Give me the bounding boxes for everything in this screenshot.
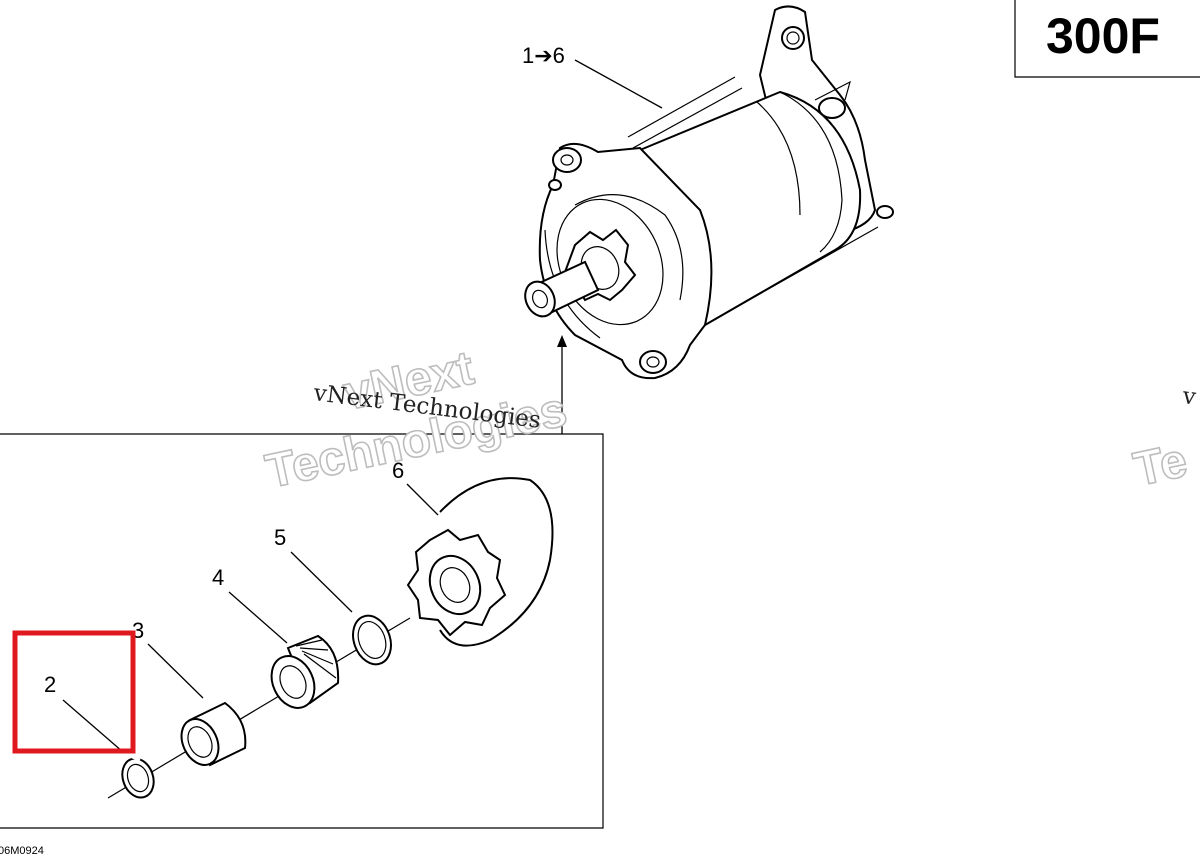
part-4-collar (270, 634, 340, 709)
part-2-snap-ring (121, 754, 155, 799)
highlight-box (12, 630, 136, 754)
callout-5-label: 5 (274, 525, 286, 550)
part-3-sleeve (180, 701, 247, 767)
callout-assembly: 1➔6 (522, 43, 663, 109)
part-5-ring (352, 614, 392, 666)
drawing-code: 06M0924 (0, 845, 44, 856)
watermark-partial-line-right: v (1180, 383, 1197, 411)
callout-2-label: 2 (44, 672, 56, 697)
part-6-gear (406, 477, 554, 647)
starter-motor-drawing (524, 5, 894, 380)
watermark-partial-word-right: Te (1129, 434, 1191, 497)
model-label: 300F (1046, 8, 1160, 64)
callout-4-label: 4 (212, 565, 224, 590)
model-box: 300F (1014, 0, 1200, 78)
callout-assembly-label: 1➔6 (522, 43, 565, 68)
callout-6-label: 6 (392, 458, 404, 483)
detail-pointer (557, 335, 567, 434)
detail-frame: 6 5 4 3 2 (0, 433, 604, 829)
